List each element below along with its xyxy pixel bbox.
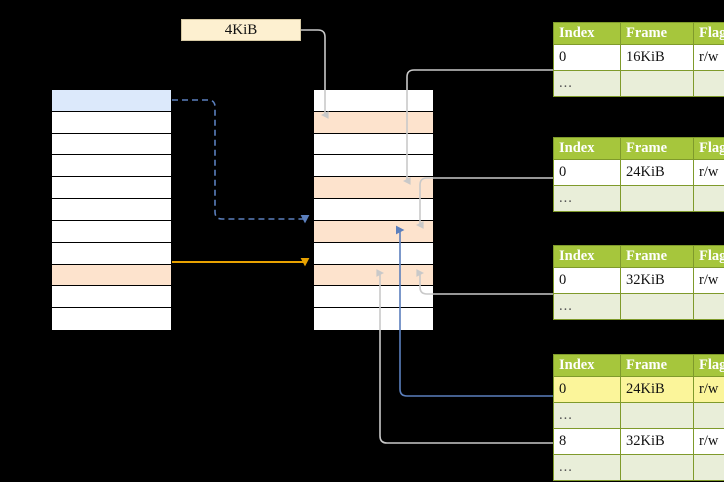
table-cell-flags — [693, 185, 724, 212]
table-row-ellipsis: ... — [553, 185, 724, 212]
memory-row — [314, 308, 433, 330]
column-header-flags: Flags — [693, 245, 724, 268]
table-cell-flags: r/w — [693, 267, 724, 294]
table-cell-index: ... — [553, 185, 621, 212]
page-size-tag: 4KiB — [181, 19, 301, 41]
memory-row — [314, 199, 433, 221]
page-size-label: 4KiB — [224, 21, 258, 38]
table-cell-frame: 16KiB — [620, 44, 694, 71]
table-row-ellipsis: ... — [553, 293, 724, 320]
table-cell-flags — [693, 454, 724, 481]
column-header-index: Index — [553, 354, 621, 377]
table-cell-frame: 24KiB — [620, 376, 694, 403]
table-cell-index: 0 — [553, 376, 621, 403]
table-cell-flags: r/w — [693, 44, 724, 71]
table-cell-index: 0 — [553, 44, 621, 71]
wire-table2-to-frame — [415, 177, 553, 229]
memory-row — [314, 133, 433, 156]
memory-row — [52, 177, 171, 200]
page-table-level-1: IndexFrameFlags016KiBr/w... — [553, 22, 724, 97]
table-cell-flags: r/w — [693, 428, 724, 455]
table-cell-frame — [620, 402, 694, 429]
column-header-index: Index — [553, 137, 621, 160]
table-cell-frame: 24KiB — [620, 159, 694, 186]
memory-row — [52, 242, 171, 265]
page-table-level-4: IndexFrameFlags024KiBr/w...832KiBr/w... — [553, 354, 724, 481]
memory-row — [314, 155, 433, 178]
table-cell-flags — [693, 70, 724, 97]
memory-row — [52, 264, 171, 287]
wire-table3-to-frame — [416, 269, 553, 295]
table-header-row: IndexFrameFlags — [553, 354, 724, 377]
column-header-index: Index — [553, 245, 621, 268]
table-cell-frame — [620, 293, 694, 320]
memory-row — [52, 199, 171, 221]
table-cell-frame: 32KiB — [620, 428, 694, 455]
column-header-frame: Frame — [620, 245, 694, 268]
table-row-ellipsis: ... — [553, 70, 724, 97]
table-cell-flags: r/w — [693, 159, 724, 186]
memory-row — [52, 90, 171, 112]
memory-row — [314, 286, 433, 309]
table-header-row: IndexFrameFlags — [553, 22, 724, 45]
memory-row — [314, 220, 433, 243]
memory-row — [52, 220, 171, 243]
table-cell-index: 8 — [553, 428, 621, 455]
physical-memory-column — [313, 89, 434, 331]
memory-row — [52, 286, 171, 309]
virtual-address-space-column — [51, 89, 172, 331]
page-table-level-3: IndexFrameFlags032KiBr/w... — [553, 245, 724, 320]
memory-row — [314, 177, 433, 200]
table-cell-index: 0 — [553, 159, 621, 186]
table-cell-index: ... — [553, 402, 621, 429]
memory-row — [52, 133, 171, 156]
column-header-frame: Frame — [620, 354, 694, 377]
column-header-flags: Flags — [693, 137, 724, 160]
table-cell-frame: 32KiB — [620, 267, 694, 294]
memory-row — [52, 155, 171, 178]
table-cell-index: ... — [553, 454, 621, 481]
table-row-ellipsis: ... — [553, 402, 724, 429]
table-cell-frame — [620, 185, 694, 212]
page-table-level-2: IndexFrameFlags024KiBr/w... — [553, 137, 724, 212]
table-cell-index: 0 — [553, 267, 621, 294]
table-row-ellipsis: ... — [553, 454, 724, 481]
memory-row — [52, 308, 171, 330]
table-cell-flags — [693, 402, 724, 429]
column-header-index: Index — [553, 22, 621, 45]
table-cell-flags — [693, 293, 724, 320]
table-cell-index: ... — [553, 293, 621, 320]
table-cell-flags: r/w — [693, 376, 724, 403]
memory-row — [314, 111, 433, 134]
memory-row — [52, 111, 171, 134]
column-header-flags: Flags — [693, 22, 724, 45]
column-header-flags: Flags — [693, 354, 724, 377]
table-header-row: IndexFrameFlags — [553, 137, 724, 160]
memory-row — [314, 264, 433, 287]
memory-row — [314, 90, 433, 112]
table-header-row: IndexFrameFlags — [553, 245, 724, 268]
memory-row — [314, 242, 433, 265]
table-cell-index: ... — [553, 70, 621, 97]
column-header-frame: Frame — [620, 137, 694, 160]
table-cell-frame — [620, 454, 694, 481]
column-header-frame: Frame — [620, 22, 694, 45]
wire-virtual-page-to-frame — [172, 99, 310, 224]
table-cell-frame — [620, 70, 694, 97]
